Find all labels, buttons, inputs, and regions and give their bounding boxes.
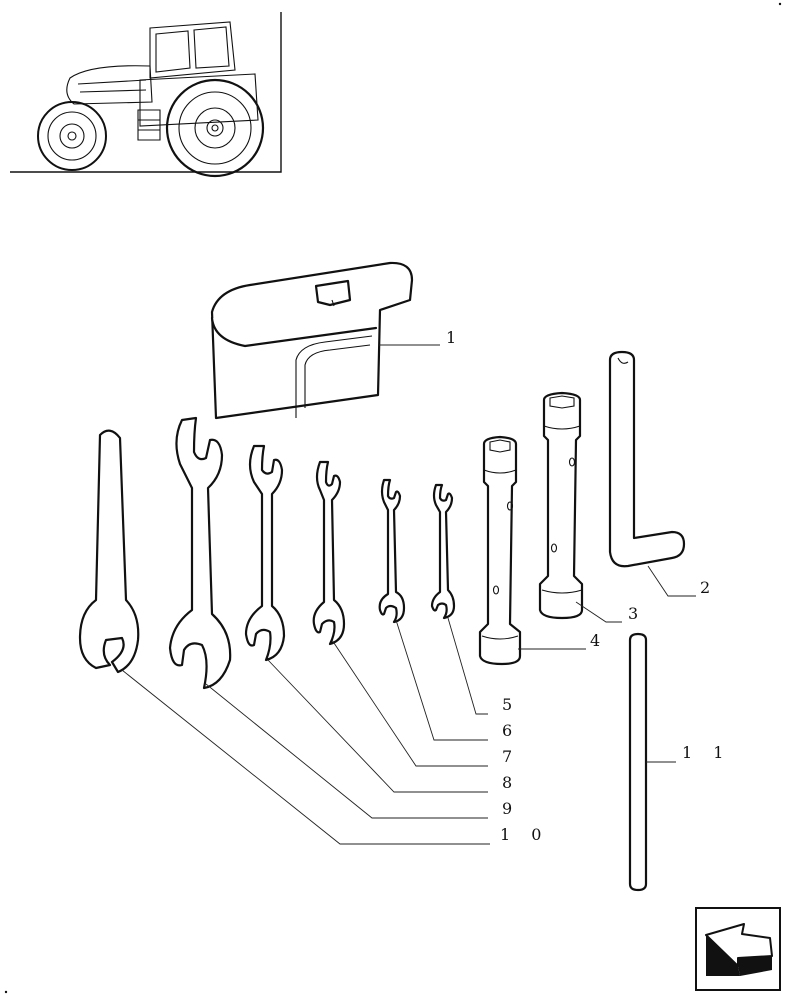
part-5-spanner [430, 483, 456, 620]
back-arrow-icon[interactable] [695, 907, 781, 991]
part-11-tommy-bar [628, 632, 648, 892]
part-1-tool-bag [210, 261, 414, 420]
callout-2: 2 [700, 578, 718, 597]
corner-dot [4, 990, 8, 994]
callout-9: 9 [502, 799, 520, 818]
callout-labels: 1 2 3 4 5 6 7 8 9 1 0 1 1 [446, 328, 731, 844]
front-wheel-icon [37, 101, 107, 171]
callout-5: 5 [502, 695, 520, 714]
part-3-box-spanner [538, 391, 584, 620]
callout-1: 1 [446, 328, 464, 347]
part-6-spanner [378, 478, 406, 624]
tractor-thumbnail-icon [10, 12, 282, 178]
part-7-spanner [312, 460, 346, 646]
callout-6: 6 [502, 721, 520, 740]
corner-dot [778, 2, 782, 6]
callout-4: 4 [590, 631, 608, 650]
rear-wheel-icon [165, 78, 265, 178]
callout-8: 8 [502, 773, 520, 792]
part-9-spanner [168, 416, 232, 690]
callout-10: 1 0 [500, 825, 549, 844]
part-2-l-bar [608, 350, 686, 568]
leader-lines [121, 344, 696, 845]
part-4-box-spanner [478, 435, 522, 666]
part-8-spanner [244, 444, 286, 662]
part-10-spanner [78, 429, 140, 674]
callout-11: 1 1 [682, 743, 731, 762]
callout-3: 3 [628, 604, 646, 623]
callout-7: 7 [502, 747, 520, 766]
